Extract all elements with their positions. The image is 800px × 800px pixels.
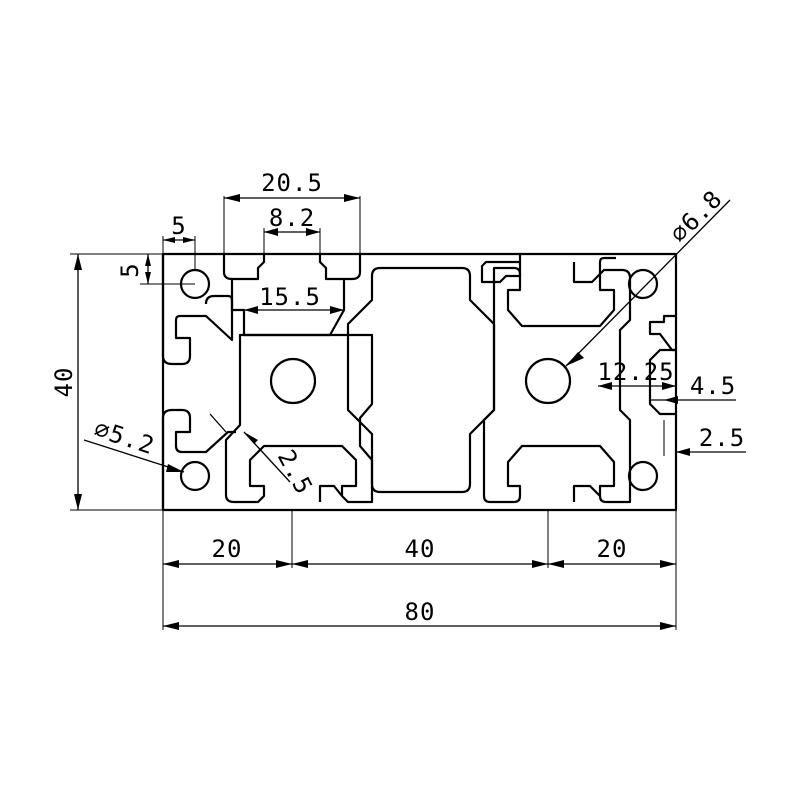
slot-top-right bbox=[572, 256, 616, 284]
dim-overall-width: 80 bbox=[405, 598, 436, 626]
dim-section-middle: 40 bbox=[405, 535, 436, 563]
dim-lip-height: 4.5 bbox=[690, 372, 736, 400]
dimension-lines bbox=[70, 194, 746, 630]
dim-slot-outer: 20.5 bbox=[261, 169, 323, 197]
hole-small-top-right bbox=[627, 268, 659, 300]
dim-slot-depth: 12.25 bbox=[597, 358, 674, 386]
dim-slot-opening: 8.2 bbox=[269, 204, 315, 232]
dim-edge-offset-y: 5 bbox=[116, 262, 144, 277]
dim-slot-inner: 15.5 bbox=[259, 283, 321, 311]
dimension-labels: 40 20 40 20 80 20.5 8.2 15.5 5 5 ⌀6.8 ⌀5… bbox=[50, 169, 745, 626]
hole-small-bottom-right bbox=[627, 460, 659, 492]
slot-bottom-right bbox=[572, 484, 601, 502]
hole-small-bottom-left bbox=[179, 460, 211, 492]
dim-wall-thickness: 2.5 bbox=[272, 445, 318, 499]
dim-section-left: 20 bbox=[212, 535, 243, 563]
dim-section-right: 20 bbox=[597, 535, 628, 563]
slot-bottom-left bbox=[161, 408, 236, 510]
slot-right-side bbox=[648, 348, 676, 416]
dim-large-hole-dia: ⌀6.8 bbox=[665, 185, 728, 248]
dim-lip-thickness: 2.5 bbox=[699, 424, 745, 452]
slot-bottom-middle bbox=[318, 484, 343, 502]
center-window bbox=[346, 266, 496, 494]
hole-large-left-core bbox=[269, 357, 317, 405]
right-core bbox=[482, 266, 632, 504]
dim-overall-height: 40 bbox=[50, 367, 78, 398]
slot-top-left bbox=[161, 254, 234, 366]
dim-edge-offset-x: 5 bbox=[171, 212, 186, 240]
hole-large-right-core bbox=[524, 357, 572, 405]
